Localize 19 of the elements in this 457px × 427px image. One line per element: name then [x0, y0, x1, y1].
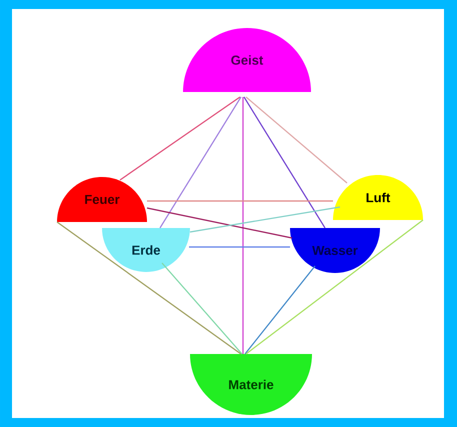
semicircle-node: Geist	[183, 28, 311, 92]
connecting-line	[162, 262, 242, 354]
connecting-line	[246, 220, 424, 354]
connecting-line	[56, 222, 242, 354]
connecting-line	[242, 97, 244, 354]
connecting-line	[120, 96, 240, 180]
semicircle-node: Feuer	[57, 177, 147, 222]
connecting-line	[189, 246, 290, 248]
connecting-line	[146, 207, 292, 239]
connecting-line	[190, 206, 340, 233]
semicircle-node: Erde	[102, 228, 190, 272]
semicircle-node: Wasser	[290, 228, 380, 273]
connecting-line	[246, 96, 348, 184]
semicircle-node: Luft	[333, 175, 423, 220]
semicircle-node: Materie	[190, 354, 312, 415]
connecting-line	[244, 266, 316, 354]
connecting-line	[243, 96, 326, 228]
connecting-line	[160, 96, 242, 228]
connecting-line	[147, 200, 333, 202]
